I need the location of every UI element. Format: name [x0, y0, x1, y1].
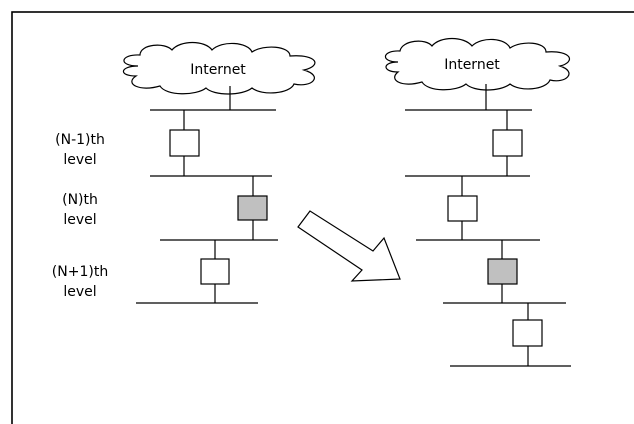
transition-arrow [297, 210, 401, 282]
level-label-n: (N)th level [62, 192, 98, 228]
level-label-n-minus-1: (N-1)th level [55, 132, 105, 168]
right-node-n [447, 195, 478, 222]
right-node-highlighted [487, 258, 518, 285]
right-internet-label: Internet [444, 57, 500, 73]
left-internet-label: Internet [190, 62, 246, 78]
level-label-n-line1: (N)th [62, 192, 98, 208]
right-node-n-minus-1 [492, 129, 523, 157]
level-label-n-plus-1-line1: (N+1)th [52, 264, 108, 280]
level-label-n-minus-1-line2: level [63, 152, 96, 168]
left-node-n-minus-1 [169, 129, 200, 157]
left-internet-cloud: Internet [122, 41, 316, 95]
right-node-bottom [512, 319, 543, 347]
right-internet-cloud: Internet [384, 37, 571, 91]
level-label-n-plus-1: (N+1)th level [52, 264, 108, 300]
left-node-n-highlighted [237, 195, 268, 221]
left-node-n-plus-1 [200, 258, 230, 285]
level-label-n-line2: level [63, 212, 96, 228]
slide-frame [11, 11, 634, 424]
level-label-n-plus-1-line2: level [63, 284, 96, 300]
level-label-n-minus-1-line1: (N-1)th [55, 132, 105, 148]
